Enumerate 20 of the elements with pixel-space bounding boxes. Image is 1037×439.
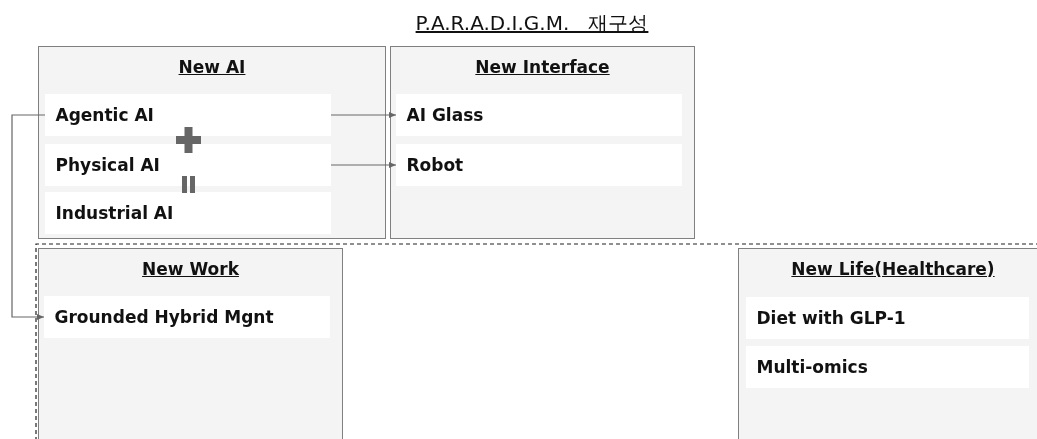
list-item: AI Glass — [395, 93, 682, 136]
title: P.A.R.A.D.I.G.M. 재구성 — [414, 10, 650, 37]
panel-heading: New AI — [178, 57, 246, 77]
category-panel — [390, 46, 695, 239]
arrow — [330, 162, 397, 168]
panel-heading: New Life(Healthcare) — [791, 259, 995, 279]
list-item: Robot — [395, 143, 682, 186]
list-item: Grounded Hybrid Mgnt — [43, 295, 330, 338]
list-item: Industrial AI — [44, 191, 331, 234]
list-item: Diet with GLP-1 — [745, 296, 1029, 339]
arrow — [11, 114, 46, 320]
category-panel — [738, 248, 1037, 439]
arrow — [330, 112, 397, 118]
category-panel — [38, 248, 343, 439]
panel-heading: New Work — [142, 259, 239, 279]
list-item: Physical AI — [44, 143, 331, 186]
panel-heading: New Interface — [475, 57, 610, 77]
list-item: Multi-omics — [745, 345, 1029, 388]
list-item: Agentic AI — [44, 93, 331, 136]
category-panel — [38, 46, 386, 239]
